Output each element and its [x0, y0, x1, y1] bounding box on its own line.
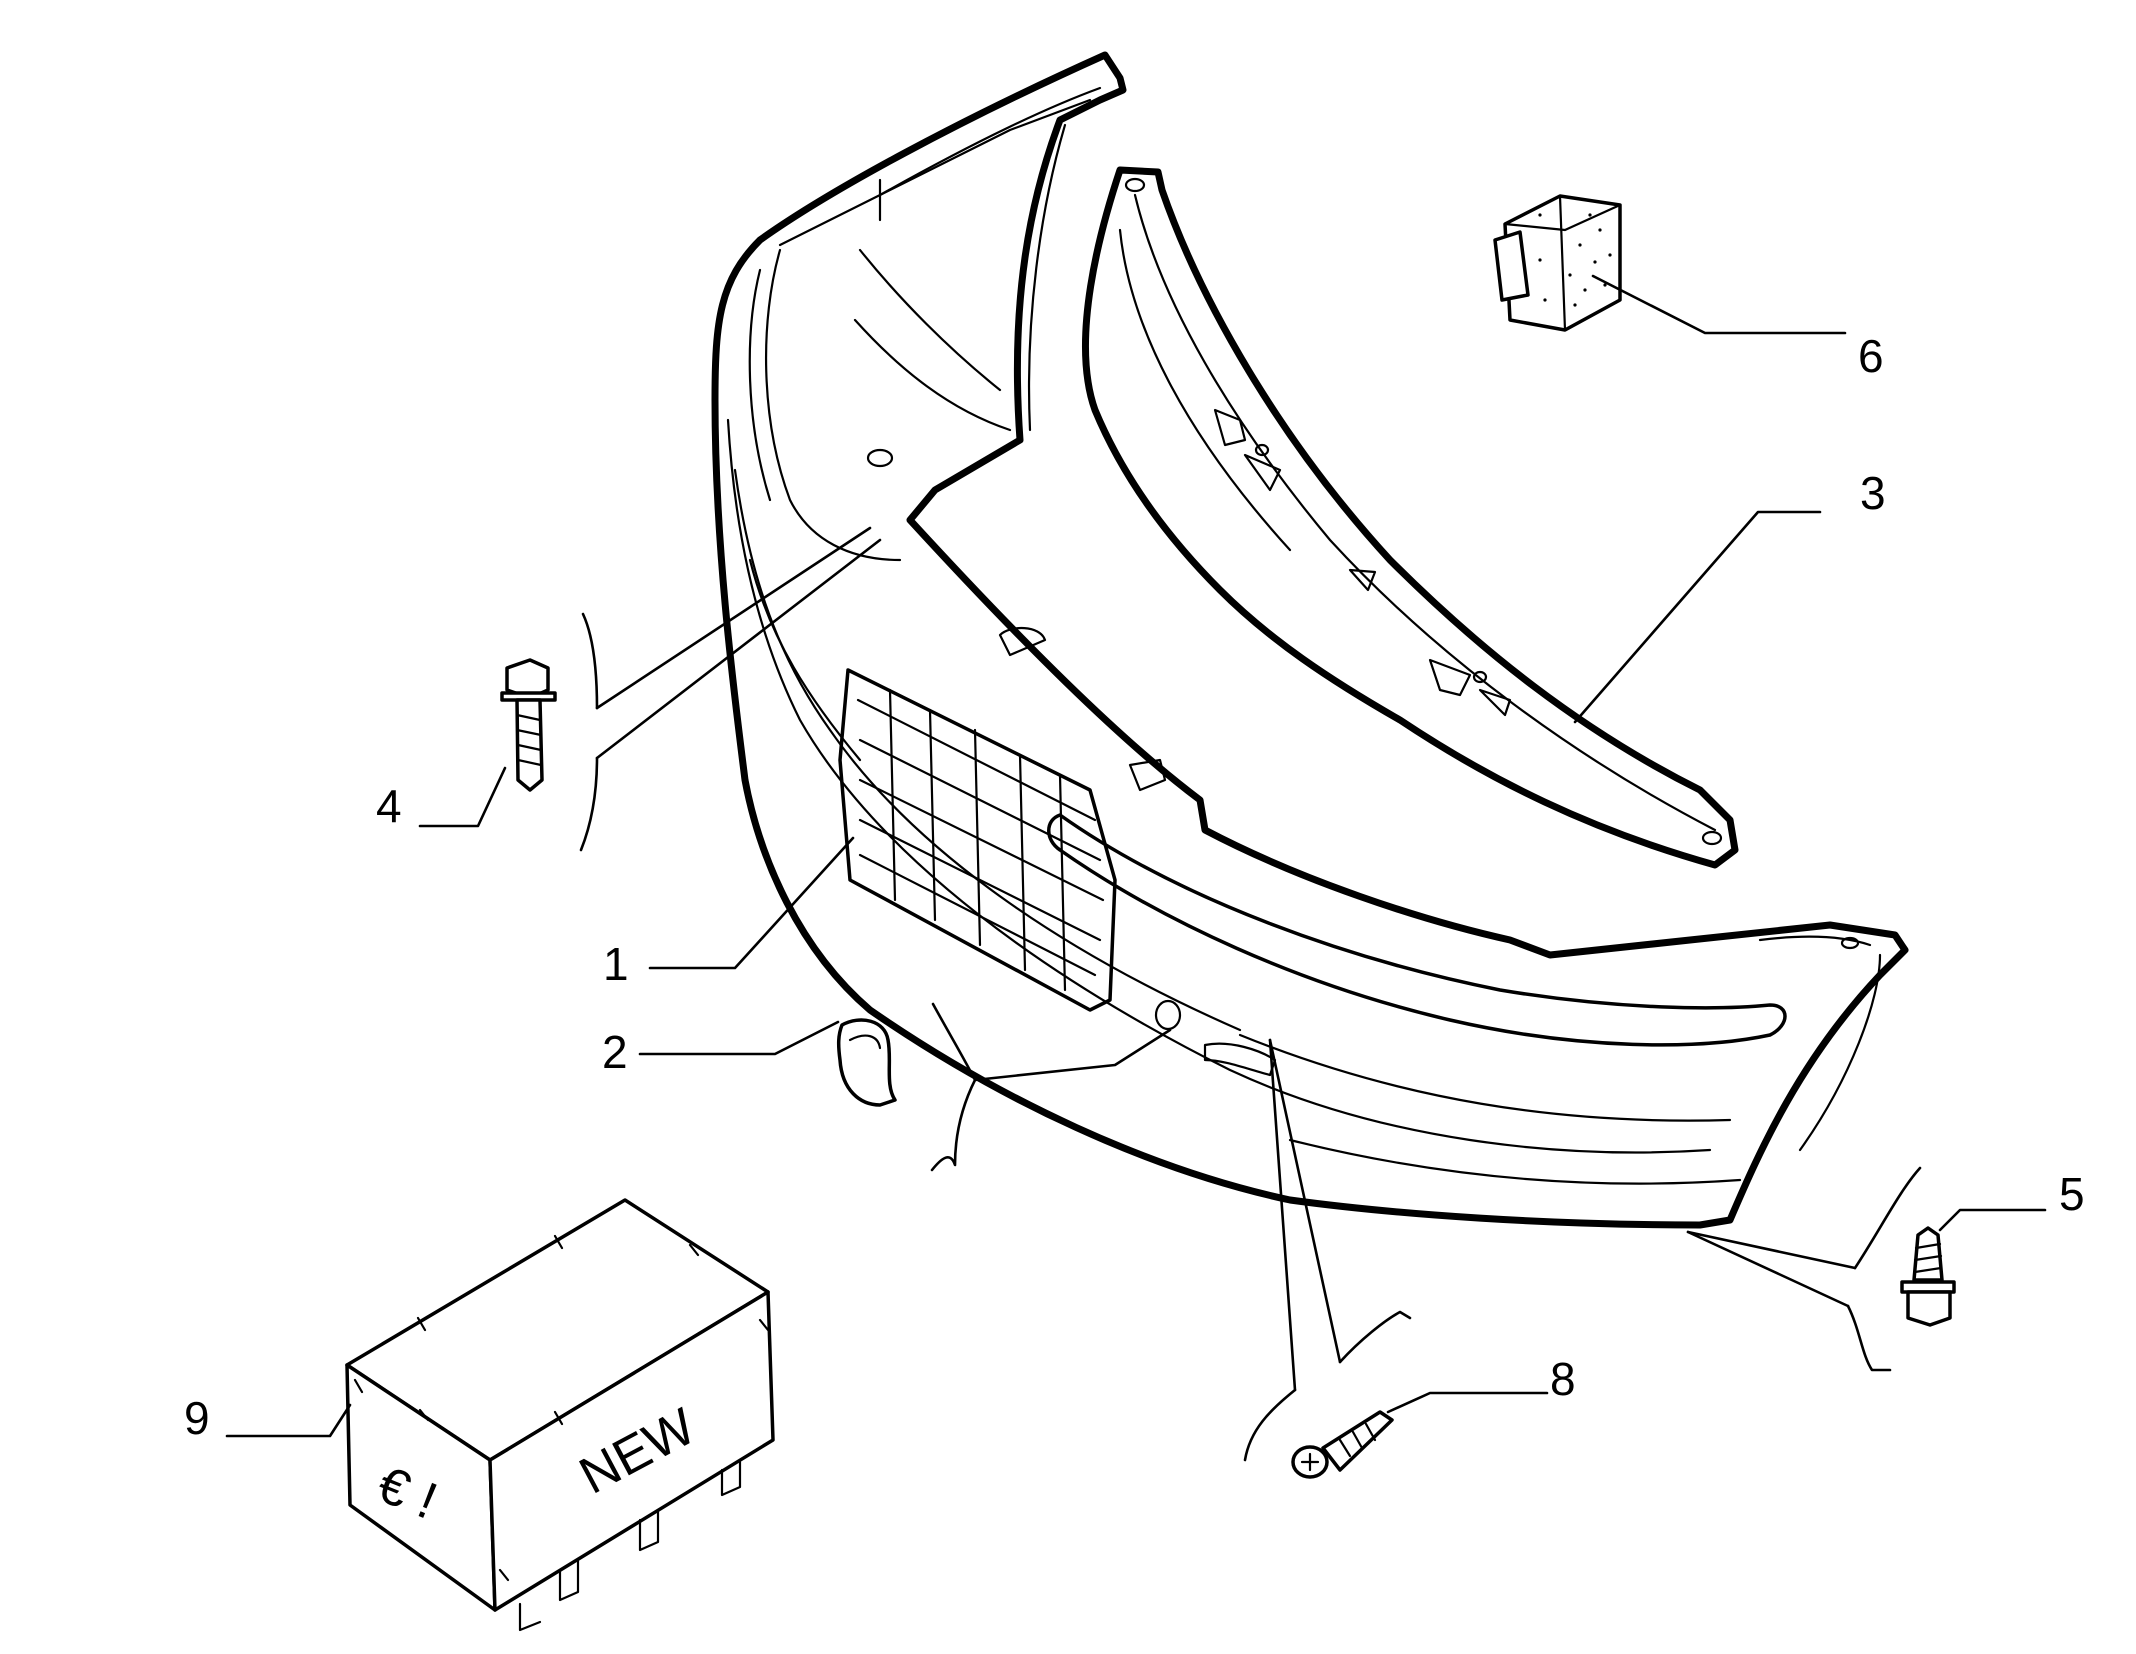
callout-labels: 1 2 3 4 5 6 8 9 — [184, 330, 2085, 1444]
leader-lines — [225, 274, 2047, 1462]
callout-1: 1 — [603, 938, 629, 990]
callout-2: 2 — [602, 1026, 628, 1078]
foam-block — [1493, 194, 1622, 332]
flange-screw-5 — [1900, 1226, 1956, 1327]
callout-8: 8 — [1550, 1353, 1576, 1405]
callout-3: 3 — [1860, 467, 1886, 519]
kit-box-9: NEW € ! — [345, 1198, 775, 1632]
bumper-cover — [711, 51, 1909, 1229]
callout-5: 5 — [2059, 1168, 2085, 1220]
reinforcement-beam — [1082, 166, 1739, 869]
callout-4: 4 — [376, 780, 402, 832]
plug-cap — [836, 1018, 897, 1107]
flange-bolt-4 — [500, 658, 557, 792]
callout-9: 9 — [184, 1392, 210, 1444]
self-tapping-screw-8 — [1291, 1410, 1394, 1479]
callout-6: 6 — [1858, 330, 1884, 382]
